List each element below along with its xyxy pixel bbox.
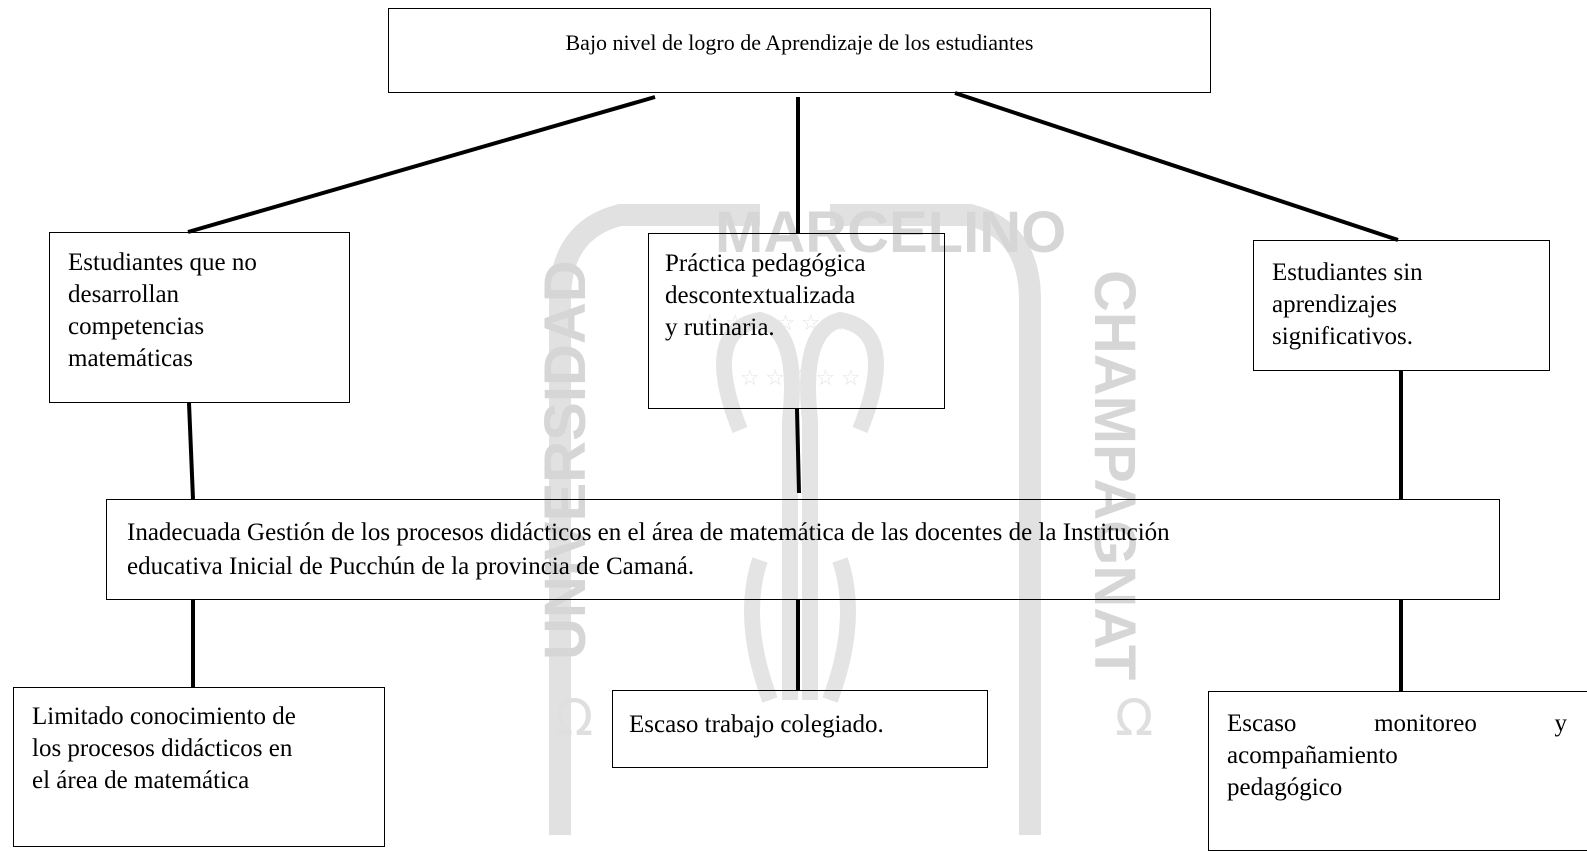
cause-3-line: pedagógico: [1227, 774, 1343, 801]
effect-3-line: Estudiantes sin: [1272, 259, 1423, 286]
effect-box-2: Práctica pedagógica descontextualizada y…: [648, 233, 945, 409]
cause-box-2: Escaso trabajo colegiado.: [612, 690, 988, 768]
effect-box: Bajo nivel de logro de Aprendizaje de lo…: [388, 8, 1211, 93]
omega-left-icon: Ω: [555, 689, 593, 747]
watermark-stars: ☆ ☆ ☆ ☆ ☆ ☆: [700, 310, 846, 335]
watermark-text-right: CHAMPAGNAT: [1082, 270, 1147, 680]
svg-text:☆ ☆ ☆ ☆ ☆ ☆: ☆ ☆ ☆ ☆ ☆ ☆: [740, 365, 886, 390]
cause-box-3: Escaso monitoreo y acompañamiento pedagó…: [1208, 691, 1587, 851]
central-problem-box: Inadecuada Gestión de los procesos didác…: [106, 499, 1500, 600]
watermark-text-top: MARCELINO: [715, 200, 1066, 265]
effect-1-line: Estudiantes que no: [68, 249, 257, 276]
cause-3-word: y: [1554, 710, 1568, 737]
omega-right-icon: Ω: [1115, 689, 1153, 747]
effect-1-line: desarrollan: [68, 281, 180, 308]
cause-3-word: monitoreo: [1374, 710, 1477, 737]
effect-box-3: Estudiantes sin aprendizajes significati…: [1253, 240, 1550, 371]
effect-1-line: matemáticas: [68, 345, 193, 372]
cause-2-line: Escaso trabajo colegiado.: [629, 711, 884, 738]
cause-1-line: el área de matemática: [32, 767, 250, 794]
effect-2-line: descontextualizada: [665, 282, 856, 309]
central-problem-line-1: Inadecuada Gestión de los procesos didác…: [127, 519, 1170, 546]
effect-1-line: competencias: [68, 313, 205, 340]
effect-text: Bajo nivel de logro de Aprendizaje de lo…: [565, 30, 1034, 55]
connector-e2-main: [795, 408, 801, 494]
watermark-text-left: UNIVERSIDAD: [533, 260, 598, 660]
cause-3-word: Escaso: [1227, 710, 1297, 737]
cause-1-line: Limitado conocimiento de: [32, 703, 296, 730]
cause-3-first-line: Escaso monitoreo y: [1227, 708, 1567, 740]
connector-e1-main: [187, 402, 195, 500]
effect-box-1: Estudiantes que no desarrollan competenc…: [49, 232, 350, 403]
connector-effect-e1: [187, 95, 656, 234]
central-problem-line-2: educativa Inicial de Pucchún de la provi…: [127, 553, 695, 580]
effect-2-line: Práctica pedagógica: [665, 250, 866, 277]
effect-3-line: significativos.: [1272, 323, 1413, 350]
cause-box-1: Limitado conocimiento de los procesos di…: [13, 687, 385, 847]
effect-2-line: y rutinaria.: [665, 314, 775, 341]
cause-3-line: acompañamiento: [1227, 742, 1398, 769]
cause-1-line: los procesos didácticos en: [32, 735, 293, 762]
effect-3-line: aprendizajes: [1272, 291, 1397, 318]
connector-effect-e3: [954, 91, 1399, 242]
